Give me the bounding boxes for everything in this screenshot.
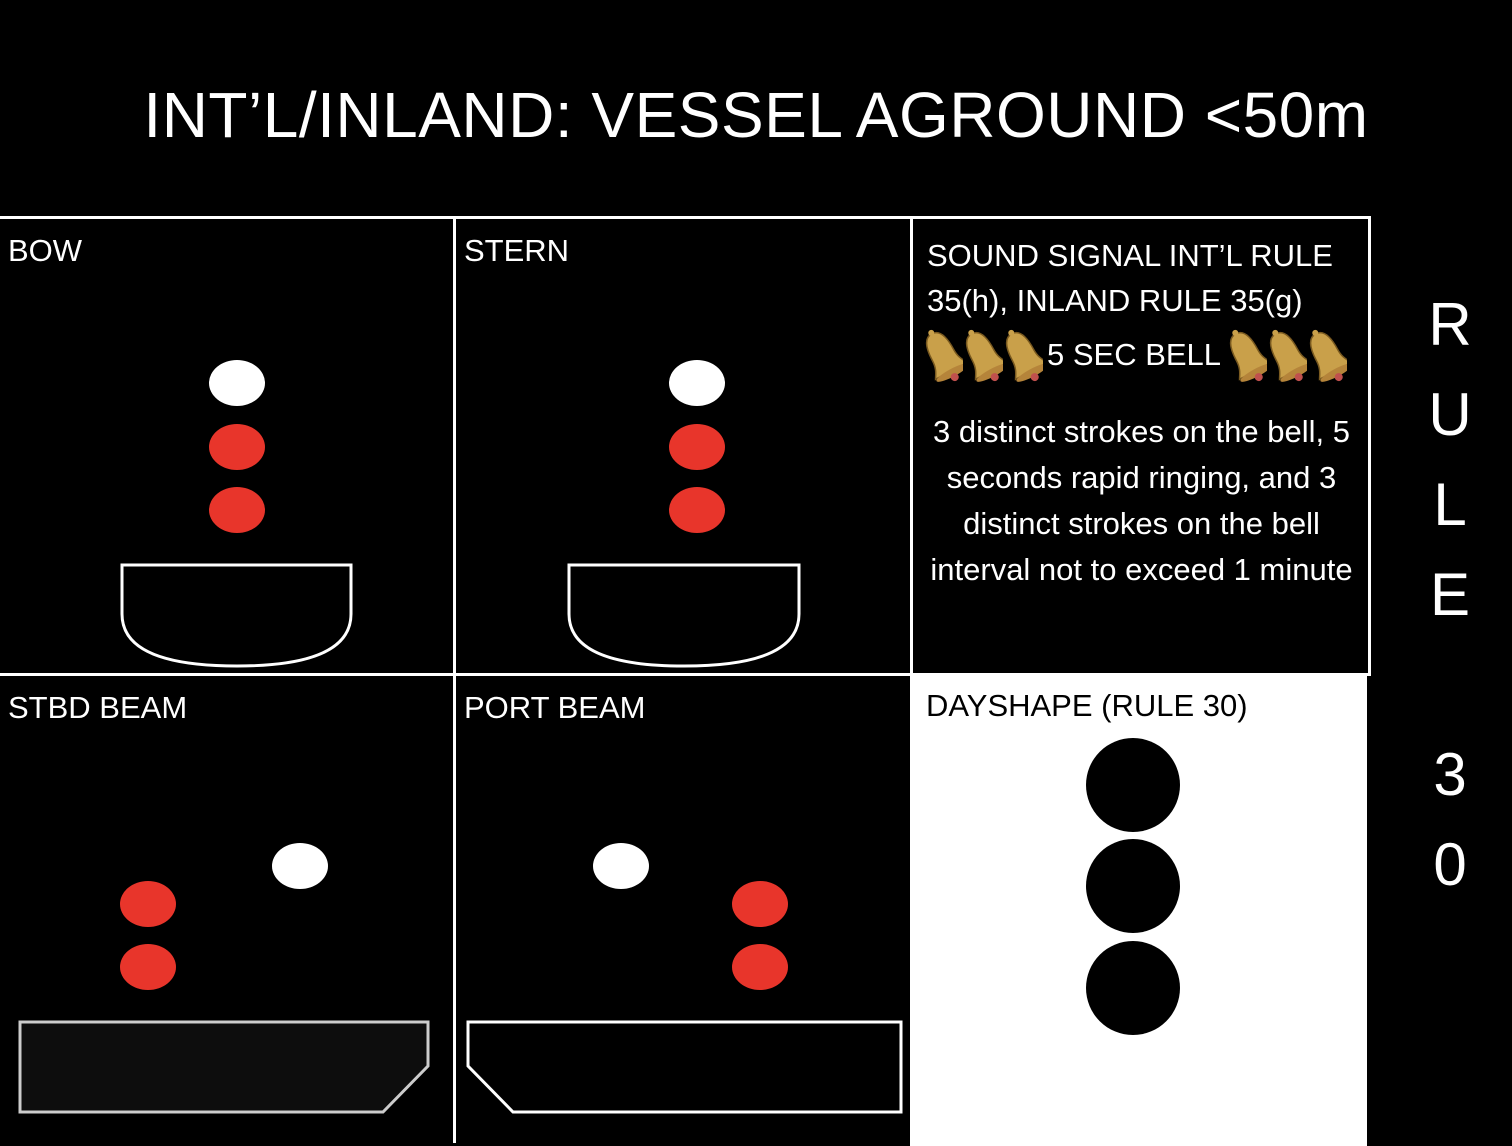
hull-outline [466,1020,903,1114]
stbd-beam-label: STBD BEAM [8,690,188,725]
red-light [732,944,788,990]
white-light [593,843,649,889]
red-light [120,881,176,927]
rule-number-vertical: R U L E 3 0 [1400,280,1500,910]
stern-view-drawing [567,360,801,668]
page-title: INT’L/INLAND: VESSEL AGROUND <50m [143,79,1369,151]
red-light [732,881,788,927]
hull-outline [120,563,353,668]
sound-signal-panel: SOUND SIGNAL INT’L RULE 35(h), INLAND RU… [910,216,1371,676]
bow-view-drawing [120,360,353,668]
ball-dayshape [1086,738,1180,832]
bell-icon [925,329,963,382]
white-light [209,360,265,406]
rule-digit: 0 [1433,831,1467,898]
bow-view-panel: BOW [0,216,456,676]
bell-icon [1005,329,1043,382]
hull-outline [567,563,801,668]
dayshape-label: DAYSHAPE (RULE 30) [926,688,1248,723]
rule-letter: R [1428,291,1472,358]
red-light [669,487,725,533]
dayshape-drawing [1086,738,1180,1035]
rule-spacer [1400,640,1500,730]
rule-digit: 3 [1433,741,1467,808]
white-light [669,360,725,406]
port-beam-drawing [466,843,903,1114]
rule-letter: U [1428,381,1472,448]
rule-letter: L [1433,471,1467,538]
bow-label: BOW [8,233,83,268]
white-light [272,843,328,889]
bell-icon [1229,329,1268,382]
bell-icon [1269,329,1308,382]
port-beam-panel: PORT BEAM [453,673,913,1143]
red-light [209,424,265,470]
sound-signal-description: 3 distinct strokes on the bell, 5 second… [930,414,1353,587]
stern-label: STERN [464,233,570,268]
stbd-beam-panel: STBD BEAM [0,673,456,1143]
rule-letter: E [1429,561,1471,628]
ball-dayshape [1086,941,1180,1035]
ball-dayshape [1086,839,1180,933]
stbd-beam-drawing [18,843,430,1114]
stern-view-panel: STERN [453,216,913,676]
bell-duration-label: 5 SEC BELL [1047,337,1222,372]
dayshape-panel: DAYSHAPE (RULE 30) [910,676,1367,1146]
port-beam-label: PORT BEAM [464,690,646,725]
red-light [669,424,725,470]
hull-outline [18,1020,430,1114]
bell-row: 5 SEC BELL [923,323,1368,387]
bell-icon [1309,329,1348,382]
red-light [209,487,265,533]
sound-signal-heading: SOUND SIGNAL INT’L RULE 35(h), INLAND RU… [927,238,1333,318]
bell-icon [965,329,1003,382]
red-light [120,944,176,990]
